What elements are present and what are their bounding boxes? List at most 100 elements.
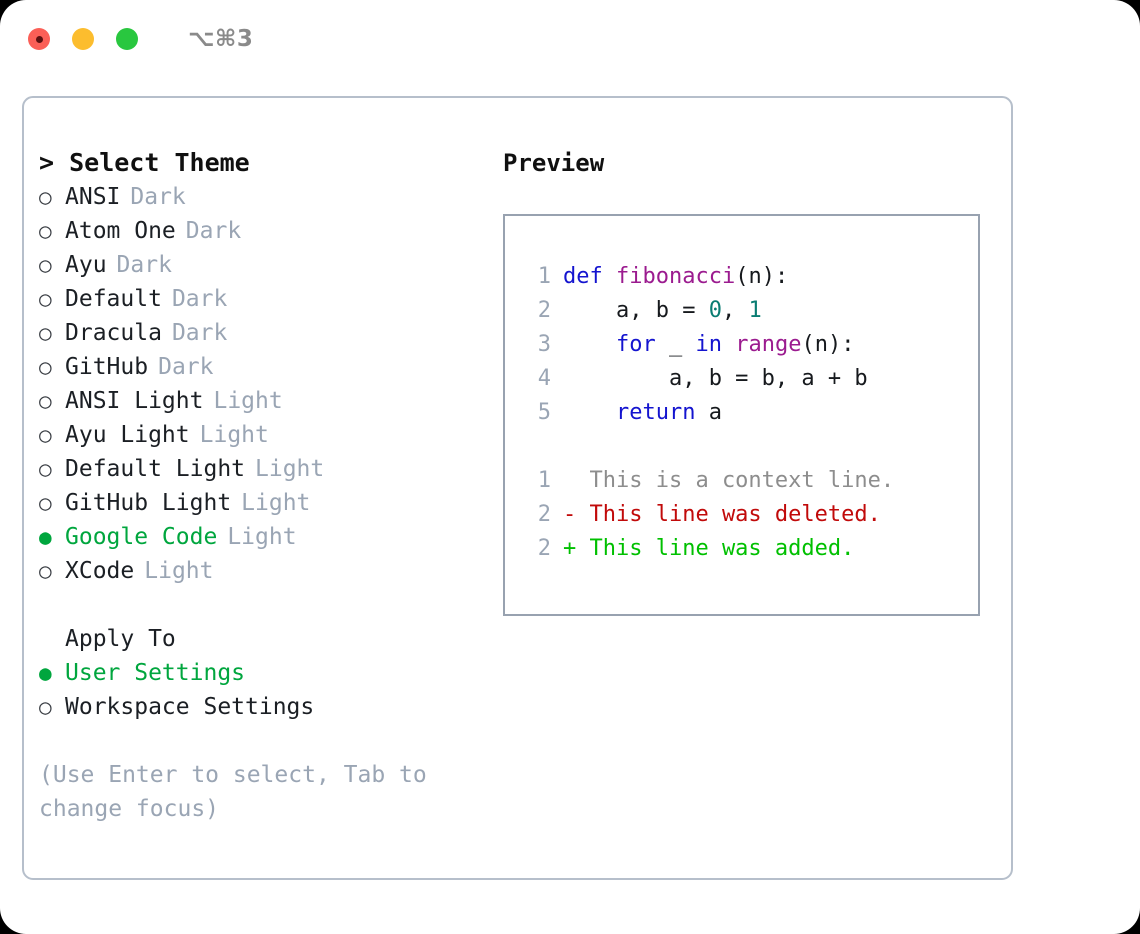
line-number: 2 — [537, 502, 551, 527]
theme-category-badge: Dark — [130, 184, 186, 210]
theme-option-label: Dracula — [65, 320, 162, 346]
radio-unselected-icon[interactable]: ○ — [39, 355, 52, 379]
code-token-kw: for — [563, 332, 669, 357]
maximize-button[interactable] — [116, 28, 138, 50]
radio-unselected-icon[interactable]: ○ — [39, 185, 52, 209]
close-button[interactable] — [28, 28, 50, 50]
code-token-num: 1 — [748, 298, 762, 323]
preview-spacer — [525, 430, 978, 464]
theme-option-ayu[interactable]: ○ Ayu Dark — [39, 248, 469, 282]
apply-to-option-label: Workspace Settings — [65, 694, 315, 720]
diff-line-add: 2 + This line was added. — [525, 532, 978, 566]
theme-option-ansi[interactable]: ○ ANSI Dark — [39, 180, 469, 214]
line-number: 2 — [537, 536, 551, 561]
theme-category-badge: Dark — [171, 320, 228, 346]
code-token-txt: , — [721, 298, 749, 323]
line-number: 2 — [537, 298, 551, 323]
preview-header: Preview — [503, 149, 605, 177]
radio-unselected-icon[interactable]: ○ — [39, 695, 52, 719]
code-line: 1 def fibonacci(n): — [525, 260, 978, 294]
radio-unselected-icon[interactable]: ○ — [39, 423, 52, 447]
theme-option-google-code[interactable]: ● Google Code Light — [39, 520, 469, 554]
select-theme-header: > Select Theme — [39, 148, 250, 177]
code-token-kw: def — [563, 264, 616, 289]
radio-unselected-icon[interactable]: ○ — [39, 321, 52, 345]
theme-category-badge: Light — [213, 388, 283, 414]
apply-to-option-workspace-settings[interactable]: ○ Workspace Settings — [39, 690, 469, 724]
apply-to-option-user-settings[interactable]: ● User Settings — [39, 656, 469, 690]
radio-unselected-icon[interactable]: ○ — [39, 253, 52, 277]
code-token-num: 0 — [708, 298, 722, 323]
theme-category-badge: Dark — [158, 354, 214, 380]
code-token-fn: fibonacci — [615, 264, 736, 289]
radio-unselected-icon[interactable]: ○ — [39, 219, 52, 243]
apply-to-header: Apply To — [65, 626, 176, 652]
diff-line-text: - This line was deleted. — [563, 502, 881, 527]
theme-option-ayu-light[interactable]: ○ Ayu Light Light — [39, 418, 469, 452]
code-token-kw: in — [695, 332, 736, 357]
diff-sample: 1 This is a context line. 2 - This line wa… — [525, 464, 978, 566]
theme-category-badge: Light — [199, 422, 269, 448]
window-controls — [28, 28, 138, 50]
line-number: 1 — [537, 264, 551, 289]
apply-to-section: Apply To ● User Settings ○ Workspace Settin… — [39, 622, 469, 724]
line-number: 3 — [537, 332, 551, 357]
theme-category-badge: Light — [144, 558, 214, 584]
code-line: 2 a, b = 0, 1 — [525, 294, 978, 328]
keyboard-hint-text: (Use Enter to select, Tab to change focu… — [39, 762, 441, 822]
apply-to-list[interactable]: ● User Settings ○ Workspace Settings — [39, 656, 469, 724]
radio-unselected-icon[interactable]: ○ — [39, 389, 52, 413]
diff-line-del: 2 - This line was deleted. — [525, 498, 978, 532]
diff-line-ctx: 1 This is a context line. — [525, 464, 978, 498]
code-line: 4 a, b = b, a + b — [525, 362, 978, 396]
theme-option-label: GitHub Light — [65, 490, 232, 516]
line-number: 5 — [537, 400, 551, 425]
theme-option-default-light[interactable]: ○ Default Light Light — [39, 452, 469, 486]
diff-line-text: This is a context line. — [563, 468, 895, 493]
theme-category-badge: Light — [227, 524, 297, 550]
theme-option-label: Ayu Light — [65, 422, 190, 448]
code-token-txt: (n): — [801, 332, 855, 357]
theme-category-badge: Dark — [116, 252, 172, 278]
line-number: 4 — [537, 366, 551, 391]
line-number: 1 — [537, 468, 551, 493]
theme-option-label: ANSI — [65, 184, 121, 210]
code-line: 3 for _ in range(n): — [525, 328, 978, 362]
radio-unselected-icon[interactable]: ○ — [39, 491, 52, 515]
minimize-button[interactable] — [72, 28, 94, 50]
code-line: 5 return a — [525, 396, 978, 430]
code-token-txt: _ — [668, 332, 696, 357]
titlebar: ⌥⌘3 — [0, 0, 1140, 78]
code-token-fn: range — [735, 332, 802, 357]
radio-unselected-icon[interactable]: ○ — [39, 559, 52, 583]
radio-selected-icon[interactable]: ● — [39, 525, 52, 549]
diff-line-text: + This line was added. — [563, 536, 855, 561]
code-token-txt: (n): — [735, 264, 789, 289]
code-token-txt: a, b = b, a + b — [563, 366, 868, 391]
theme-option-label: Google Code — [65, 524, 218, 550]
code-token-txt: a — [708, 400, 722, 425]
radio-unselected-icon[interactable]: ○ — [39, 287, 52, 311]
apply-to-option-label: User Settings — [65, 660, 246, 686]
radio-unselected-icon[interactable]: ○ — [39, 457, 52, 481]
radio-selected-icon[interactable]: ● — [39, 661, 52, 685]
theme-option-dracula[interactable]: ○ Dracula Dark — [39, 316, 469, 350]
theme-option-label: Default Light — [65, 456, 246, 482]
theme-category-badge: Light — [255, 456, 325, 482]
theme-option-label: Default — [65, 286, 162, 312]
theme-option-label: Ayu — [65, 252, 107, 278]
code-token-txt: a, b = — [563, 298, 709, 323]
